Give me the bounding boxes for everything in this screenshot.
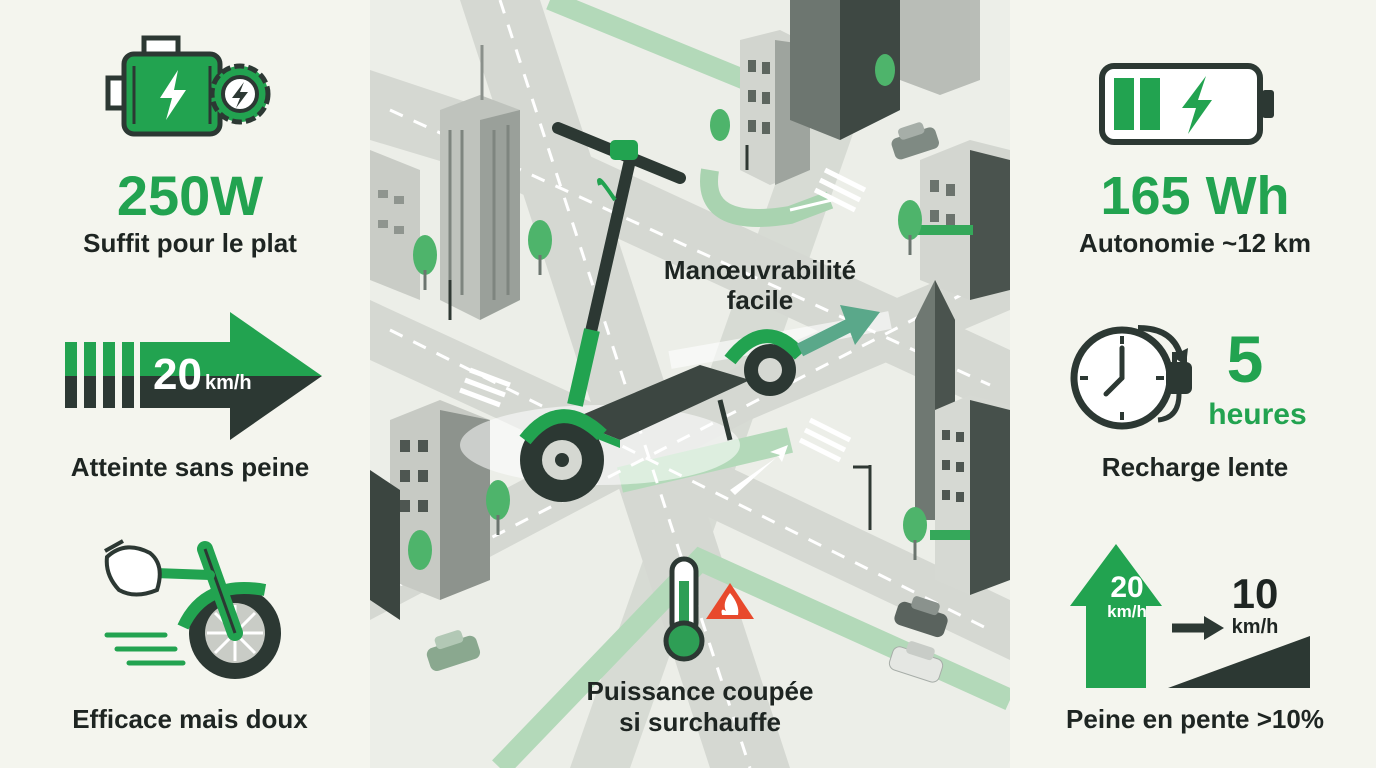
maneuverability-label: Manœuvrabilité facile (615, 255, 905, 315)
slope-flat-speed: 20 km/h (1087, 571, 1167, 624)
slope-speed-icon (1070, 544, 1310, 688)
slope-flat-speed-value: 20 (1110, 571, 1144, 604)
city-scooter-illustration (370, 0, 1010, 768)
overheat-line1: Puissance coupée (586, 676, 814, 706)
trees (408, 54, 927, 570)
overheat-line2: si surchauffe (619, 707, 781, 737)
battery-charge-icon (1099, 63, 1274, 145)
speed-value: 20 (153, 350, 202, 399)
slope-flat-speed-unit: km/h (1107, 602, 1147, 621)
clock-plug-icon (1070, 325, 1192, 430)
overheat-label: Puissance coupée si surchauffe (510, 676, 890, 738)
slope-incline-speed-value: 10 (1231, 570, 1279, 617)
battery-caption: Autonomie ~12 km (1079, 228, 1311, 258)
slope-incline-speed: 10 km/h (1210, 570, 1300, 639)
charge-time-value: 5 (1226, 322, 1264, 396)
maneuverability-line1: Manœuvrabilité (663, 255, 857, 285)
thermometer-fire-icon (663, 556, 754, 662)
slope-incline-speed-unit: km/h (1231, 616, 1279, 638)
cars (426, 122, 948, 683)
maneuverability-line2: facile (726, 285, 794, 315)
scooter (460, 122, 892, 502)
speed-unit: km/h (204, 372, 252, 394)
speed-arrow-icon (65, 312, 322, 440)
speed-caption: Atteinte sans peine (70, 452, 310, 482)
charge-time-unit: heures (1208, 398, 1307, 431)
brake-caption: Efficace mais doux (72, 704, 308, 734)
battery-capacity-value: 165 Wh (1100, 166, 1290, 226)
slope-caption: Peine en pente >10% (1066, 704, 1324, 734)
charge-caption: Recharge lente (1101, 452, 1289, 482)
hand-brake-wheel-icon (104, 539, 281, 679)
electric-motor-gear-icon (105, 35, 271, 137)
motor-caption: Suffit pour le plat (83, 228, 297, 258)
motor-power-value: 250W (116, 164, 264, 227)
